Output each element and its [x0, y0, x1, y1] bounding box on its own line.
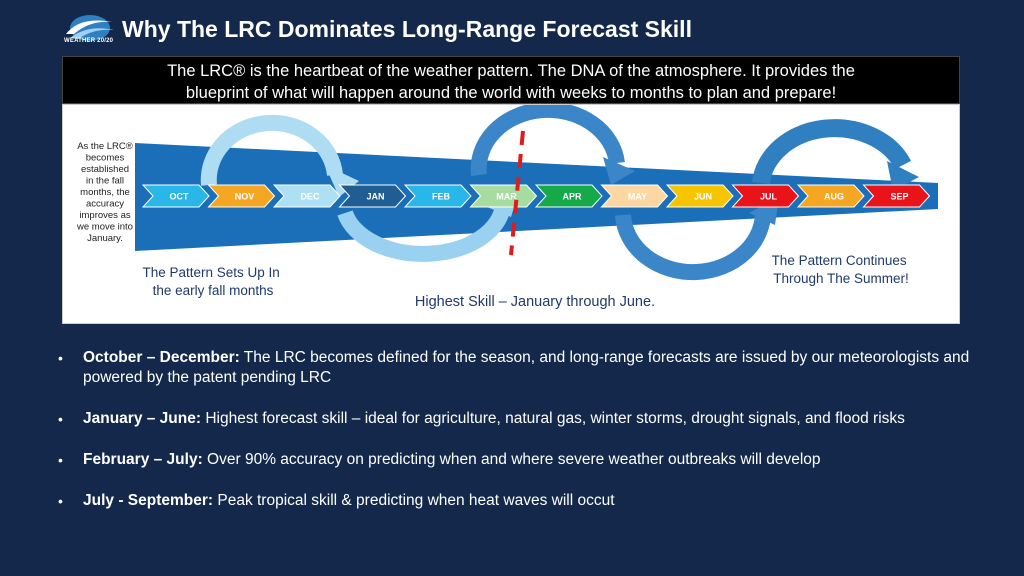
month-label-oct: OCT: [170, 192, 190, 202]
month-label-jun: JUN: [694, 192, 712, 202]
month-chevron-apr: [534, 184, 603, 208]
caption-skill: Highest Skill – January through June.: [415, 294, 655, 310]
bullet-jul-sep: • July - September: Peak tropical skill …: [58, 491, 978, 511]
month-chevrons: OCT NOV DEC JAN FEB MAR APR MAY JUN JUL AUG SEP: [141, 184, 931, 208]
month-label-apr: APR: [562, 192, 582, 202]
caption-continues-line-2: Through The Summer!: [773, 271, 909, 286]
left-note-line: months, the: [80, 187, 130, 198]
bullet-text: The LRC becomes defined for the season, …: [83, 349, 970, 386]
caption-setup-line-1: The Pattern Sets Up In: [142, 265, 279, 280]
bullet-jan-jun: • January – June: Highest forecast skill…: [58, 409, 978, 429]
month-label-feb: FEB: [432, 192, 451, 202]
month-chevron-jan: [338, 184, 407, 208]
page-title: Why The LRC Dominates Long-Range Forecas…: [122, 16, 692, 42]
left-note-line: improves as: [79, 210, 130, 221]
month-label-mar: MAR: [496, 192, 517, 202]
bullet-heading: February – July:: [83, 451, 203, 468]
skill-divider-line: [509, 130, 525, 256]
month-chevron-may: [600, 184, 669, 208]
month-label-aug: AUG: [824, 192, 844, 202]
bullet-heading: July - September:: [83, 492, 214, 509]
caption-continues: The Pattern Continues Through The Summer…: [772, 253, 911, 286]
month-chevron-oct: [141, 184, 210, 208]
bullet-list: • October – December: The LRC becomes de…: [58, 348, 978, 532]
month-chevron-nov: [207, 184, 276, 208]
bullet-heading: October – December:: [83, 349, 240, 366]
month-label-jan: JAN: [366, 192, 384, 202]
bullet-text: Over 90% accuracy on predicting when and…: [202, 451, 821, 468]
diagram-canvas: OCT NOV DEC JAN FEB MAR APR MAY JUN JUL AUG SEP As …: [76, 105, 938, 310]
left-note-line: January.: [87, 233, 123, 244]
left-note-line: As the LRC®: [77, 141, 133, 152]
month-label-jul: JUL: [760, 192, 778, 202]
weather2020-logo: [66, 15, 114, 41]
month-chevron-dec: [272, 184, 341, 208]
left-note-line: becomes: [86, 153, 125, 164]
month-label-may: MAY: [628, 192, 647, 202]
left-note-line: established: [81, 164, 129, 175]
caption-continues-line-1: The Pattern Continues: [772, 253, 907, 268]
cycle-ring-fall: [200, 114, 359, 197]
left-note-line: in the fall: [86, 176, 124, 187]
bullet-dot: •: [58, 452, 63, 468]
month-chevron-jul: [731, 184, 800, 208]
left-note-line: we move into: [76, 222, 133, 233]
month-label-nov: NOV: [235, 192, 255, 202]
bullet-dot: •: [58, 493, 63, 509]
caption-setup-line-2: the early fall months: [153, 283, 274, 298]
logo-text: WEATHER 20/20: [64, 38, 114, 44]
bullet-text: Peak tropical skill & predicting when he…: [213, 492, 615, 509]
bullet-dot: •: [58, 411, 63, 427]
month-chevron-aug: [796, 184, 865, 208]
intro-banner: The LRC® is the heartbeat of the weather…: [62, 56, 960, 104]
bullet-oct-dec: • October – December: The LRC becomes de…: [58, 348, 978, 388]
bullet-dot: •: [58, 350, 63, 366]
bullet-feb-jul: • February – July: Over 90% accuracy on …: [58, 450, 978, 470]
caption-setup: The Pattern Sets Up In the early fall mo…: [142, 265, 283, 298]
month-label-dec: DEC: [300, 192, 320, 202]
month-chevron-sep: [862, 184, 931, 208]
left-note-line: accuracy: [86, 199, 124, 210]
banner-line-2: blueprint of what will happen around the…: [185, 84, 837, 102]
cycle-ring-summer: [752, 119, 919, 191]
lrc-cycle-diagram: OCT NOV DEC JAN FEB MAR APR MAY JUN JUL AUG SEP As …: [62, 104, 960, 324]
banner-line-1: The LRC® is the heartbeat of the weather…: [167, 62, 855, 80]
bullet-heading: January – June:: [83, 410, 202, 427]
bullet-text: Highest forecast skill – ideal for agric…: [201, 410, 905, 427]
month-chevron-jun: [665, 184, 734, 208]
month-label-sep: SEP: [890, 192, 908, 202]
month-chevron-mar: [469, 184, 538, 208]
cycle-ring-spring: [470, 105, 635, 185]
month-chevron-feb: [403, 184, 472, 208]
